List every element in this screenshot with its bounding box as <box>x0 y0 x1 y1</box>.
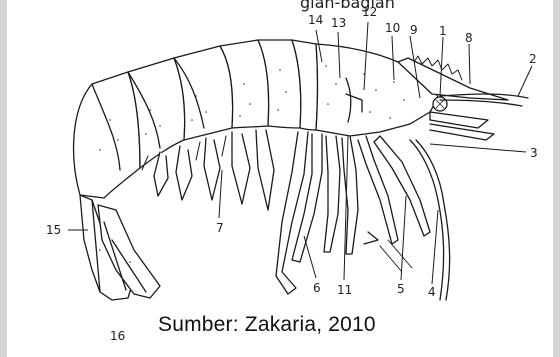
cropped-title-text: gian-bagian <box>300 0 395 12</box>
label-5: 5 <box>397 282 405 296</box>
carapace <box>316 44 438 136</box>
walking-leg-2 <box>342 136 358 254</box>
label-2: 2 <box>529 52 537 66</box>
swimmeret-4 <box>232 132 250 204</box>
label-7: 7 <box>216 221 224 235</box>
label-13: 13 <box>331 16 346 30</box>
walking-leg-5 <box>276 132 308 294</box>
label-1: 1 <box>439 24 447 38</box>
label-3: 3 <box>530 146 538 160</box>
label-9: 9 <box>410 23 418 37</box>
label-15: 15 <box>46 223 61 237</box>
swimmeret-2 <box>176 146 192 200</box>
label-11: 11 <box>337 283 352 297</box>
label-16: 16 <box>110 329 125 343</box>
source-caption: Sumber: Zakaria, 2010 <box>158 313 376 337</box>
label-4: 4 <box>428 285 436 299</box>
label-12: 12 <box>362 5 377 19</box>
label-10: 10 <box>385 21 400 35</box>
label-8: 8 <box>465 31 473 45</box>
walking-leg-3 <box>324 136 340 252</box>
swimmeret-5 <box>256 130 274 210</box>
abdomen-segment-6 <box>74 72 140 198</box>
swimmeret-1 <box>154 152 168 196</box>
swimmeret-3 <box>204 138 220 200</box>
label-6: 6 <box>313 281 321 295</box>
label-14: 14 <box>308 13 323 27</box>
